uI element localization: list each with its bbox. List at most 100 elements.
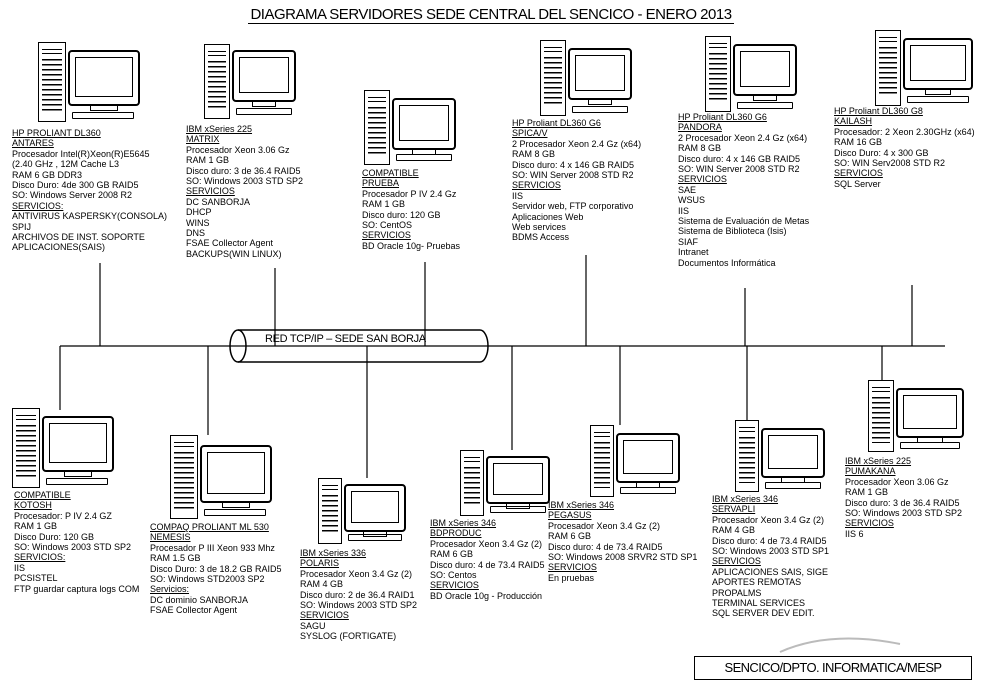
server-computer-icon (735, 420, 825, 492)
server-service: DC SANBORJA (186, 197, 303, 207)
server-service: Intranet (678, 247, 809, 257)
server-computer-icon (38, 42, 138, 122)
services-heading: SERVICIOS (512, 180, 641, 190)
server-spec: Procesador P IV 2.4 Gz (362, 189, 460, 199)
server-spec: SO: WIN Server 2008 STD R2 (678, 164, 809, 174)
server-pandora: HP Proliant DL360 G6PANDORA2 Procesador … (678, 112, 809, 268)
server-model: COMPATIBLE (14, 490, 139, 500)
server-spec: SO: WIN Serv2008 STD R2 (834, 158, 975, 168)
server-service: BD Oracle 10g - Producción (430, 591, 545, 601)
server-model: IBM xSeries 225 (186, 124, 303, 134)
server-service: ANTIVIRUS KASPERSKY(CONSOLA) (12, 211, 167, 221)
server-name: BDPRODUC (430, 528, 545, 538)
server-spec: SO: WIN Server 2008 STD R2 (512, 170, 641, 180)
server-spec: Procesador Xeon 3.06 Gz (186, 145, 303, 155)
services-heading: SERVICIOS: (14, 552, 139, 562)
server-computer-icon (868, 380, 968, 452)
server-service: WINS (186, 218, 303, 228)
server-service: BD Oracle 10g- Pruebas (362, 241, 460, 251)
server-spec: Procesador Xeon 3.06 Gz (845, 477, 962, 487)
server-spec: RAM 4 GB (712, 525, 829, 535)
server-service: Sistema de Biblioteca (Isis) (678, 226, 809, 236)
server-spec: Disco duro: 4 x 146 GB RAID5 (512, 160, 641, 170)
server-computer-icon (875, 30, 975, 106)
server-spec: Disco Duro: 4de 300 GB RAID5 (12, 180, 167, 190)
server-computer-icon (364, 90, 454, 165)
server-model: IBM xSeries 346 (430, 518, 545, 528)
server-spec: Procesador Xeon 3.4 Gz (2) (300, 569, 417, 579)
server-service: IIS (678, 206, 809, 216)
server-spec: Disco duro: 4 x 146 GB RAID5 (678, 154, 809, 164)
services-heading: SERVICIOS (186, 186, 303, 196)
server-spec: SO: Windows 2003 STD SP2 (300, 600, 417, 610)
network-label: RED TCP/IP – SEDE SAN BORJA (265, 333, 426, 345)
server-service: IIS (512, 191, 641, 201)
server-spec: Procesador Xeon 3.4 Gz (2) (548, 521, 697, 531)
footer-label: SENCICO/DPTO. INFORMATICA/MESP (694, 656, 972, 680)
server-service: SIAF (678, 237, 809, 247)
server-spec: Procesador: 2 Xeon 2.30GHz (x64) (834, 127, 975, 137)
server-spec: Disco duro: 120 GB (362, 210, 460, 220)
server-service: Web services (512, 222, 641, 232)
server-spec: Disco Duro: 4 x 300 GB (834, 148, 975, 158)
server-spec: RAM 16 GB (834, 137, 975, 147)
server-computer-icon (170, 435, 270, 519)
server-name: PRUEBA (362, 178, 460, 188)
server-service: PROPALMS (712, 588, 829, 598)
server-spec: Procesador Xeon 3.4 Gz (2) (712, 515, 829, 525)
server-model: HP Proliant DL360 G6 (512, 118, 641, 128)
server-service: PCSISTEL (14, 573, 139, 583)
server-spec: Procesador Intel(R)Xeon(R)E5645 (12, 149, 167, 159)
server-computer-icon (12, 408, 112, 488)
server-service: IIS 6 (845, 529, 962, 539)
server-spec: (2.40 GHz , 12M Cache L3 (12, 159, 167, 169)
services-heading: SERVICIOS (430, 580, 545, 590)
server-service: Aplicaciones Web (512, 212, 641, 222)
server-spec: RAM 6 GB (430, 549, 545, 559)
server-service: DNS (186, 228, 303, 238)
server-model: HP Proliant DL360 G8 (834, 106, 975, 116)
server-spec: 2 Procesador Xeon 2.4 Gz (x64) (512, 139, 641, 149)
server-computer-icon (204, 44, 294, 119)
server-spec: SO: CentOS (362, 220, 460, 230)
server-spec: SO: Windows 2008 SRVR2 STD SP1 (548, 552, 697, 562)
server-spec: SO: Windows 2003 STD SP2 (14, 542, 139, 552)
server-service: IIS (14, 563, 139, 573)
server-service: Servidor web, FTP corporativo (512, 201, 641, 211)
server-model: HP Proliant DL360 G6 (678, 112, 809, 122)
server-spec: RAM 1 GB (186, 155, 303, 165)
server-spec: Procesador: P IV 2.4 GZ (14, 511, 139, 521)
server-name: POLARIS (300, 558, 417, 568)
server-service: APLICACIONES(SAIS) (12, 242, 167, 252)
server-spec: RAM 8 GB (512, 149, 641, 159)
server-name: KAILASH (834, 116, 975, 126)
services-heading: SERVICIOS (845, 518, 962, 528)
server-service: SYSLOG (FORTIGATE) (300, 631, 417, 641)
server-name: ANTARES (12, 138, 167, 148)
server-computer-icon (460, 450, 550, 516)
server-name: SERVAPLI (712, 504, 829, 514)
server-spec: RAM 1.5 GB (150, 553, 282, 563)
server-spec: Procesador P III Xeon 933 Mhz (150, 543, 282, 553)
server-name: KOTOSH (14, 500, 139, 510)
server-nemesis: COMPAQ PROLIANT ML 530NEMESISProcesador … (150, 522, 282, 616)
server-model: HP PROLIANT DL360 (12, 128, 167, 138)
server-spec: Disco duro: 2 de 36.4 RAID1 (300, 590, 417, 600)
server-name: SPICA/V (512, 128, 641, 138)
server-spec: RAM 1 GB (845, 487, 962, 497)
server-computer-icon (540, 40, 630, 116)
server-spec: Procesador Xeon 3.4 Gz (2) (430, 539, 545, 549)
server-spec: Disco Duro: 3 de 18.2 GB RAID5 (150, 564, 282, 574)
services-heading: SERVICIOS: (12, 201, 167, 211)
server-spec: RAM 6 GB (548, 531, 697, 541)
server-service: BDMS Access (512, 232, 641, 242)
server-name: PANDORA (678, 122, 809, 132)
